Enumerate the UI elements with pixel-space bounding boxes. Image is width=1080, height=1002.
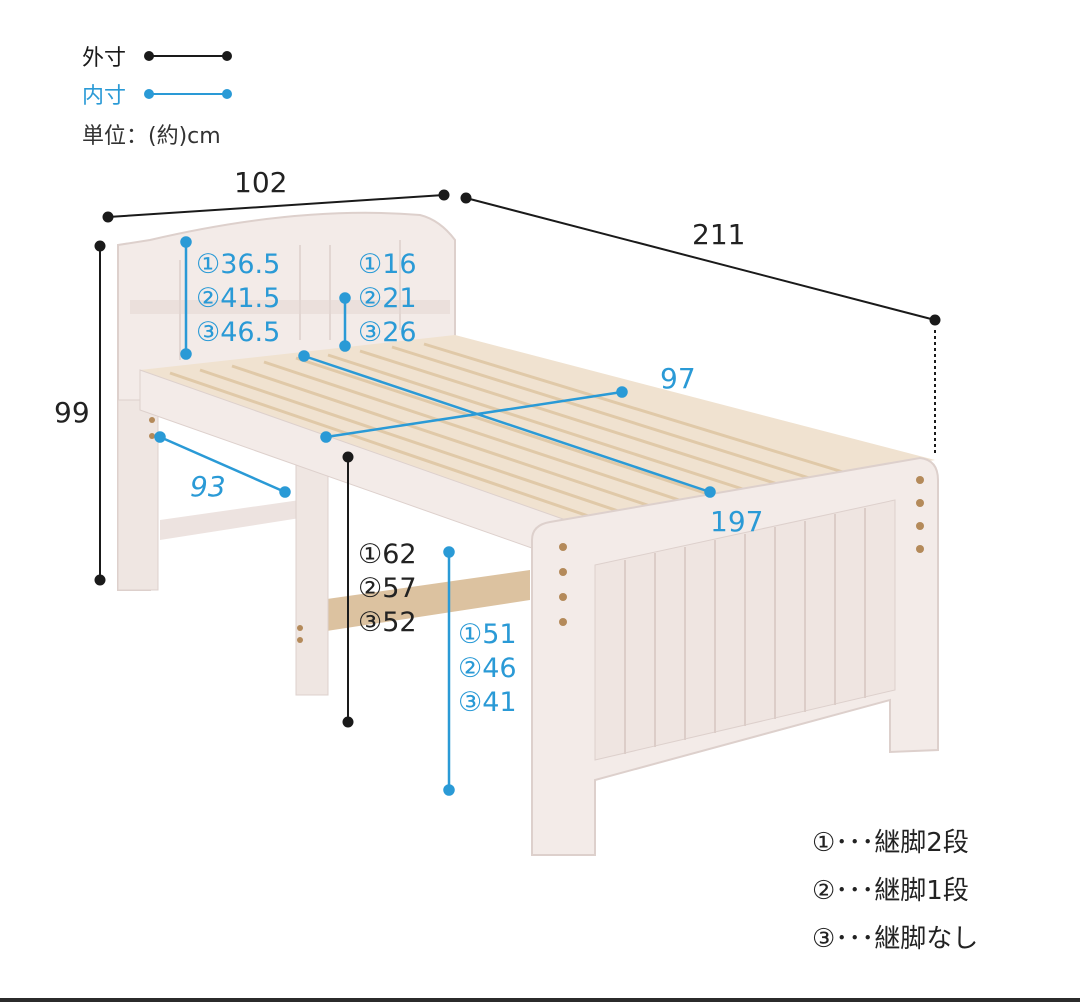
head-leg-left — [117, 399, 159, 591]
legend-outer: 外寸 — [82, 40, 232, 72]
inner-width-label: 97 — [660, 362, 696, 395]
headboard-height-2: ②41.5 — [196, 283, 281, 314]
note-2: ②･･･継脚1段 — [812, 876, 969, 906]
outer-height-label: 99 — [54, 396, 90, 429]
shelf-gap-2: ②21 — [358, 283, 417, 314]
headboard-shelf — [130, 300, 450, 314]
unit-label: 単位：(約)cm — [82, 124, 221, 149]
shelf-gap-1: ①16 — [358, 249, 417, 280]
underbed-clearance-stack: ①51 ②46 ③41 — [458, 618, 517, 720]
underbed-clearance-1: ①51 — [458, 619, 517, 650]
shelf-gap-3: ③26 — [358, 317, 417, 348]
legend-outer-label: 外寸 — [82, 46, 127, 71]
underbed-depth-label: 93 — [190, 470, 226, 503]
headboard-height-stack: ①36.5 ②41.5 ③46.5 — [196, 248, 280, 350]
inner-length-label: 197 — [710, 505, 764, 538]
floor-to-frame-stack: ①62 ②57 ③52 — [358, 538, 417, 640]
shelf-gap-stack: ①16 ②21 ③26 — [358, 248, 417, 350]
legend-inner-label: 内寸 — [82, 84, 127, 109]
floor-to-frame-2: ②57 — [358, 573, 417, 604]
outer-length-label: 211 — [692, 218, 746, 251]
headboard-height-1: ①36.5 — [196, 249, 281, 280]
side-brace — [320, 570, 530, 632]
underbed-clearance-2: ②46 — [458, 653, 517, 684]
underbed-clearance-3: ③41 — [458, 687, 517, 718]
floor-to-frame-3: ③52 — [358, 607, 417, 638]
outer-dimension-lines — [94, 189, 941, 728]
note-1: ①･･･継脚2段 — [812, 828, 969, 858]
headboard-height-3: ③46.5 — [196, 317, 281, 348]
bottom-divider — [0, 998, 1080, 1002]
floor-to-frame-1: ①62 — [358, 539, 417, 570]
center-leg — [295, 449, 329, 696]
slat-deck — [140, 335, 935, 525]
note-3: ③･･･継脚なし — [812, 924, 979, 954]
legend-inner-line-icon — [144, 89, 232, 99]
legend-inner: 内寸 — [82, 78, 232, 110]
legend-outer-line-icon — [144, 51, 232, 61]
head-brace — [160, 500, 300, 540]
inner-dimension-lines — [154, 236, 716, 796]
outer-width-label: 102 — [234, 166, 288, 199]
